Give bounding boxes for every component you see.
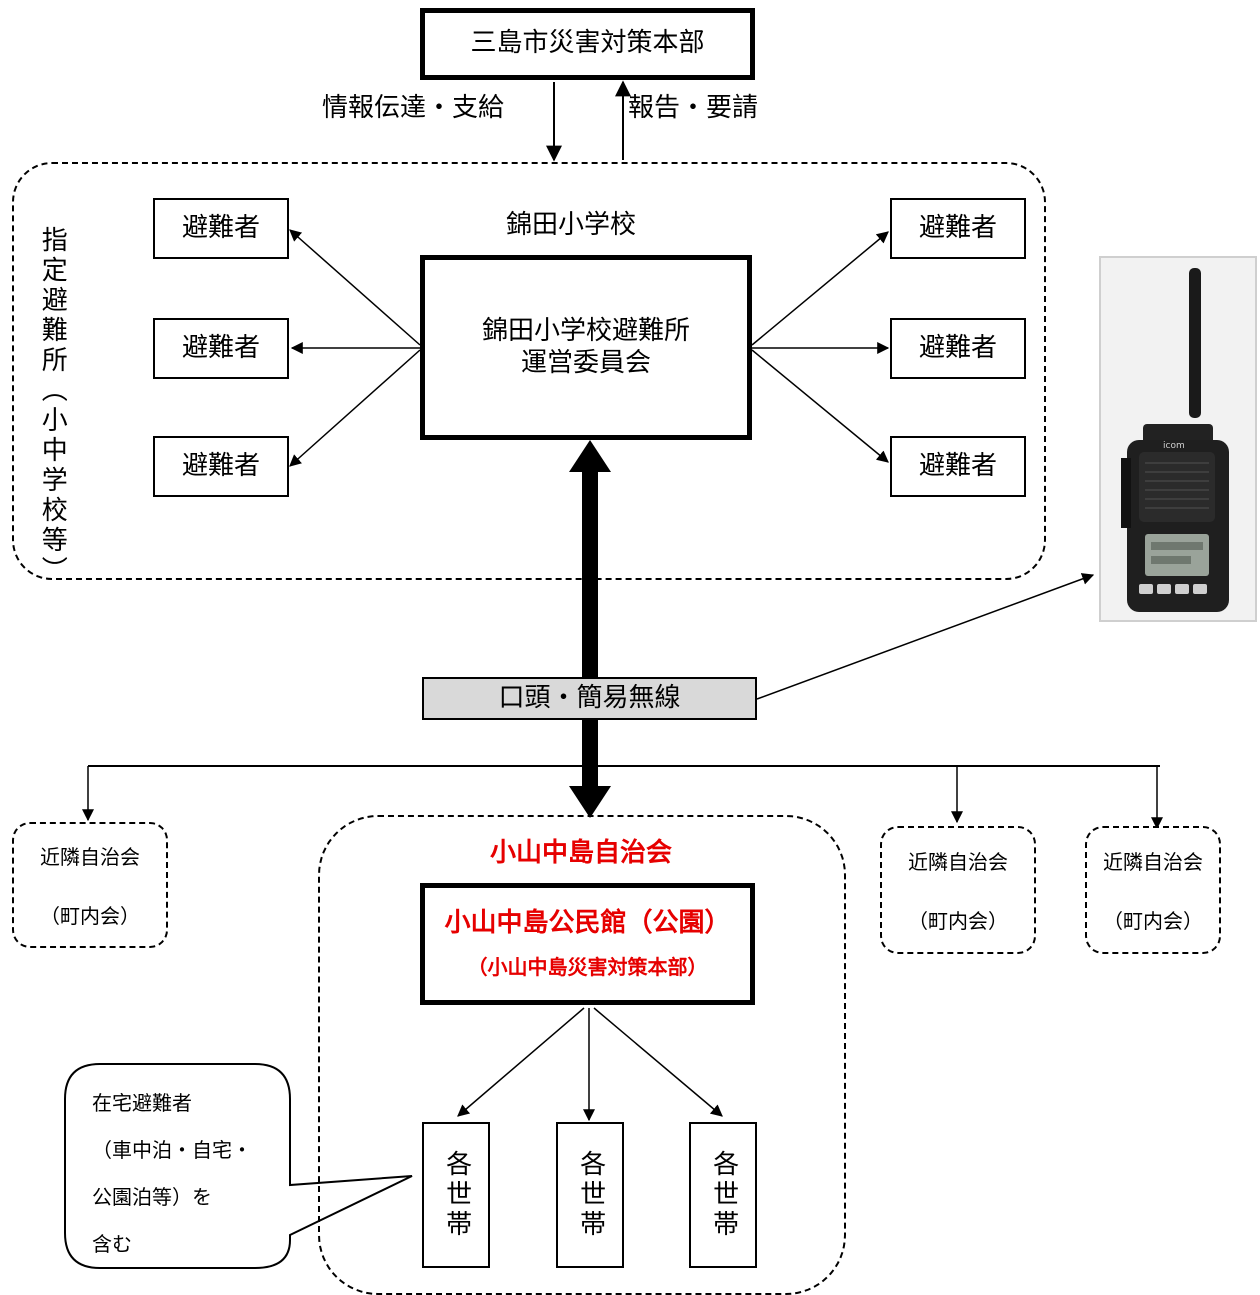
neighbor-sub: （町内会）: [1103, 909, 1203, 933]
evacuee-label: 避難者: [181, 332, 260, 363]
callout-line3: 公園泊等）を: [92, 1185, 212, 1209]
neighbor-sub: （町内会）: [908, 909, 1008, 933]
school-name: 錦田小学校: [506, 210, 637, 240]
household-box-3: 各世帯: [689, 1122, 757, 1268]
household-label: 各世帯: [441, 1150, 472, 1240]
shelter-area: [12, 162, 1046, 580]
thick-link-head-up: [569, 440, 611, 472]
evacuee-box-r3: 避難者: [890, 436, 1026, 497]
evacuee-box-l3: 避難者: [153, 436, 289, 497]
hall-box: 小山中島公民館（公園） （小山中島災害対策本部）: [420, 883, 755, 1005]
hq-box: 三島市災害対策本部: [420, 8, 755, 80]
household-label: 各世帯: [708, 1150, 739, 1240]
committee-line1: 錦田小学校避難所: [481, 316, 690, 347]
hq-title: 三島市災害対策本部: [470, 28, 705, 59]
evacuee-label: 避難者: [918, 450, 997, 481]
neighbor-name: 近隣自治会: [908, 850, 1008, 874]
hall-name: 小山中島公民館（公園）: [444, 907, 731, 938]
radio-icon: icom: [1121, 268, 1229, 612]
flow-up-label: 報告・要請: [628, 93, 759, 123]
radio-brand: icom: [1163, 441, 1185, 451]
arrow-evacuee-l3: [289, 349, 421, 467]
household-box-2: 各世帯: [556, 1122, 624, 1268]
comm-label-box: 口頭・簡易無線: [422, 677, 757, 720]
neighbor-box-1: 近隣自治会 （町内会）: [12, 822, 168, 948]
arrow-evacuee-r1: [751, 231, 889, 346]
neighbor-name: 近隣自治会: [40, 845, 140, 869]
radio-photo: icom: [1099, 256, 1257, 622]
evacuee-label: 避難者: [181, 212, 260, 243]
arrow-evacuee-r3: [751, 349, 889, 463]
evacuee-box-l1: 避難者: [153, 198, 289, 259]
thick-link-head-down: [569, 786, 611, 818]
comm-label: 口頭・簡易無線: [498, 682, 681, 713]
arrow-household-1: [457, 1007, 585, 1117]
arrow-household-3: [593, 1007, 723, 1117]
callout-text: 在宅避難者 （車中泊・自宅・ 公園泊等）を 含む: [92, 1080, 282, 1268]
arrow-evacuee-l1: [289, 229, 421, 346]
neighbor-box-2: 近隣自治会 （町内会）: [880, 826, 1036, 954]
arrow-to-radio: [756, 573, 1095, 700]
hall-sub: （小山中島災害対策本部）: [467, 955, 708, 980]
shelter-label: 指定避難所（小中学校等）: [37, 226, 68, 586]
committee-line2: 運営委員会: [520, 347, 651, 378]
household-box-1: 各世帯: [422, 1122, 490, 1268]
neighbor-name: 近隣自治会: [1103, 850, 1203, 874]
evacuee-box-r2: 避難者: [890, 318, 1026, 379]
evacuee-box-l2: 避難者: [153, 318, 289, 379]
callout-bubble: [64, 1063, 413, 1269]
evacuee-box-r1: 避難者: [890, 198, 1026, 259]
committee-box: 錦田小学校避難所 運営委員会: [420, 255, 752, 440]
evacuee-label: 避難者: [181, 450, 260, 481]
flow-down-label: 情報伝達・支給: [322, 93, 505, 123]
neighbor-box-3: 近隣自治会 （町内会）: [1085, 826, 1221, 954]
evacuee-label: 避難者: [918, 332, 997, 363]
association-name: 小山中島自治会: [490, 838, 673, 868]
callout-line4: 含む: [92, 1232, 132, 1256]
household-label: 各世帯: [575, 1150, 606, 1240]
callout-line1: 在宅避難者: [92, 1091, 192, 1115]
neighbor-sub: （町内会）: [40, 904, 140, 928]
callout-line2: （車中泊・自宅・: [92, 1138, 252, 1162]
evacuee-label: 避難者: [918, 212, 997, 243]
